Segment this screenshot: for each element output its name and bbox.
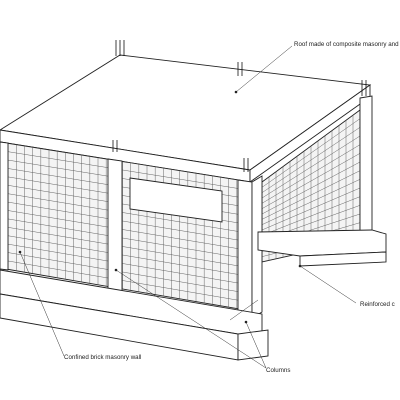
rebar-stub-back-right: [361, 80, 367, 96]
columns-leader-dot-2: [244, 320, 248, 324]
reinforced-leader-line: [299, 265, 357, 304]
rebar-stub-front-mid: [112, 140, 118, 152]
column-front-corner: [237, 175, 263, 319]
window-opening: [129, 177, 223, 223]
columns-leader-line-1: [115, 269, 267, 369]
foundation-corner: [237, 329, 269, 361]
column-middle: [107, 158, 123, 293]
rebar-stub-front-corner: [243, 158, 249, 172]
column-left: [0, 141, 9, 271]
wall-label: Confined brick masonry wall: [64, 354, 141, 361]
rebar-stub-back-mid: [237, 62, 243, 76]
columns-label: Columns: [266, 367, 290, 374]
columns-leader-line-2: [245, 321, 267, 369]
roof-leader-line: [235, 45, 293, 93]
roof-leader-dot: [234, 90, 238, 94]
foundation-right: [257, 229, 387, 257]
wall-leader-line: [19, 251, 65, 357]
roof-label: Roof made of composite masonry and: [294, 41, 399, 48]
reinforced-label: Reinforced c: [360, 301, 395, 308]
column-back-right: [359, 95, 373, 249]
column-pointer-line: [229, 299, 259, 321]
rebar-stub-back-left: [115, 40, 125, 56]
columns-leader-dot-1: [114, 268, 118, 272]
wall-leader-dot: [18, 250, 22, 254]
reinforced-leader-dot: [298, 264, 302, 268]
foundation-right-base: [299, 251, 387, 267]
